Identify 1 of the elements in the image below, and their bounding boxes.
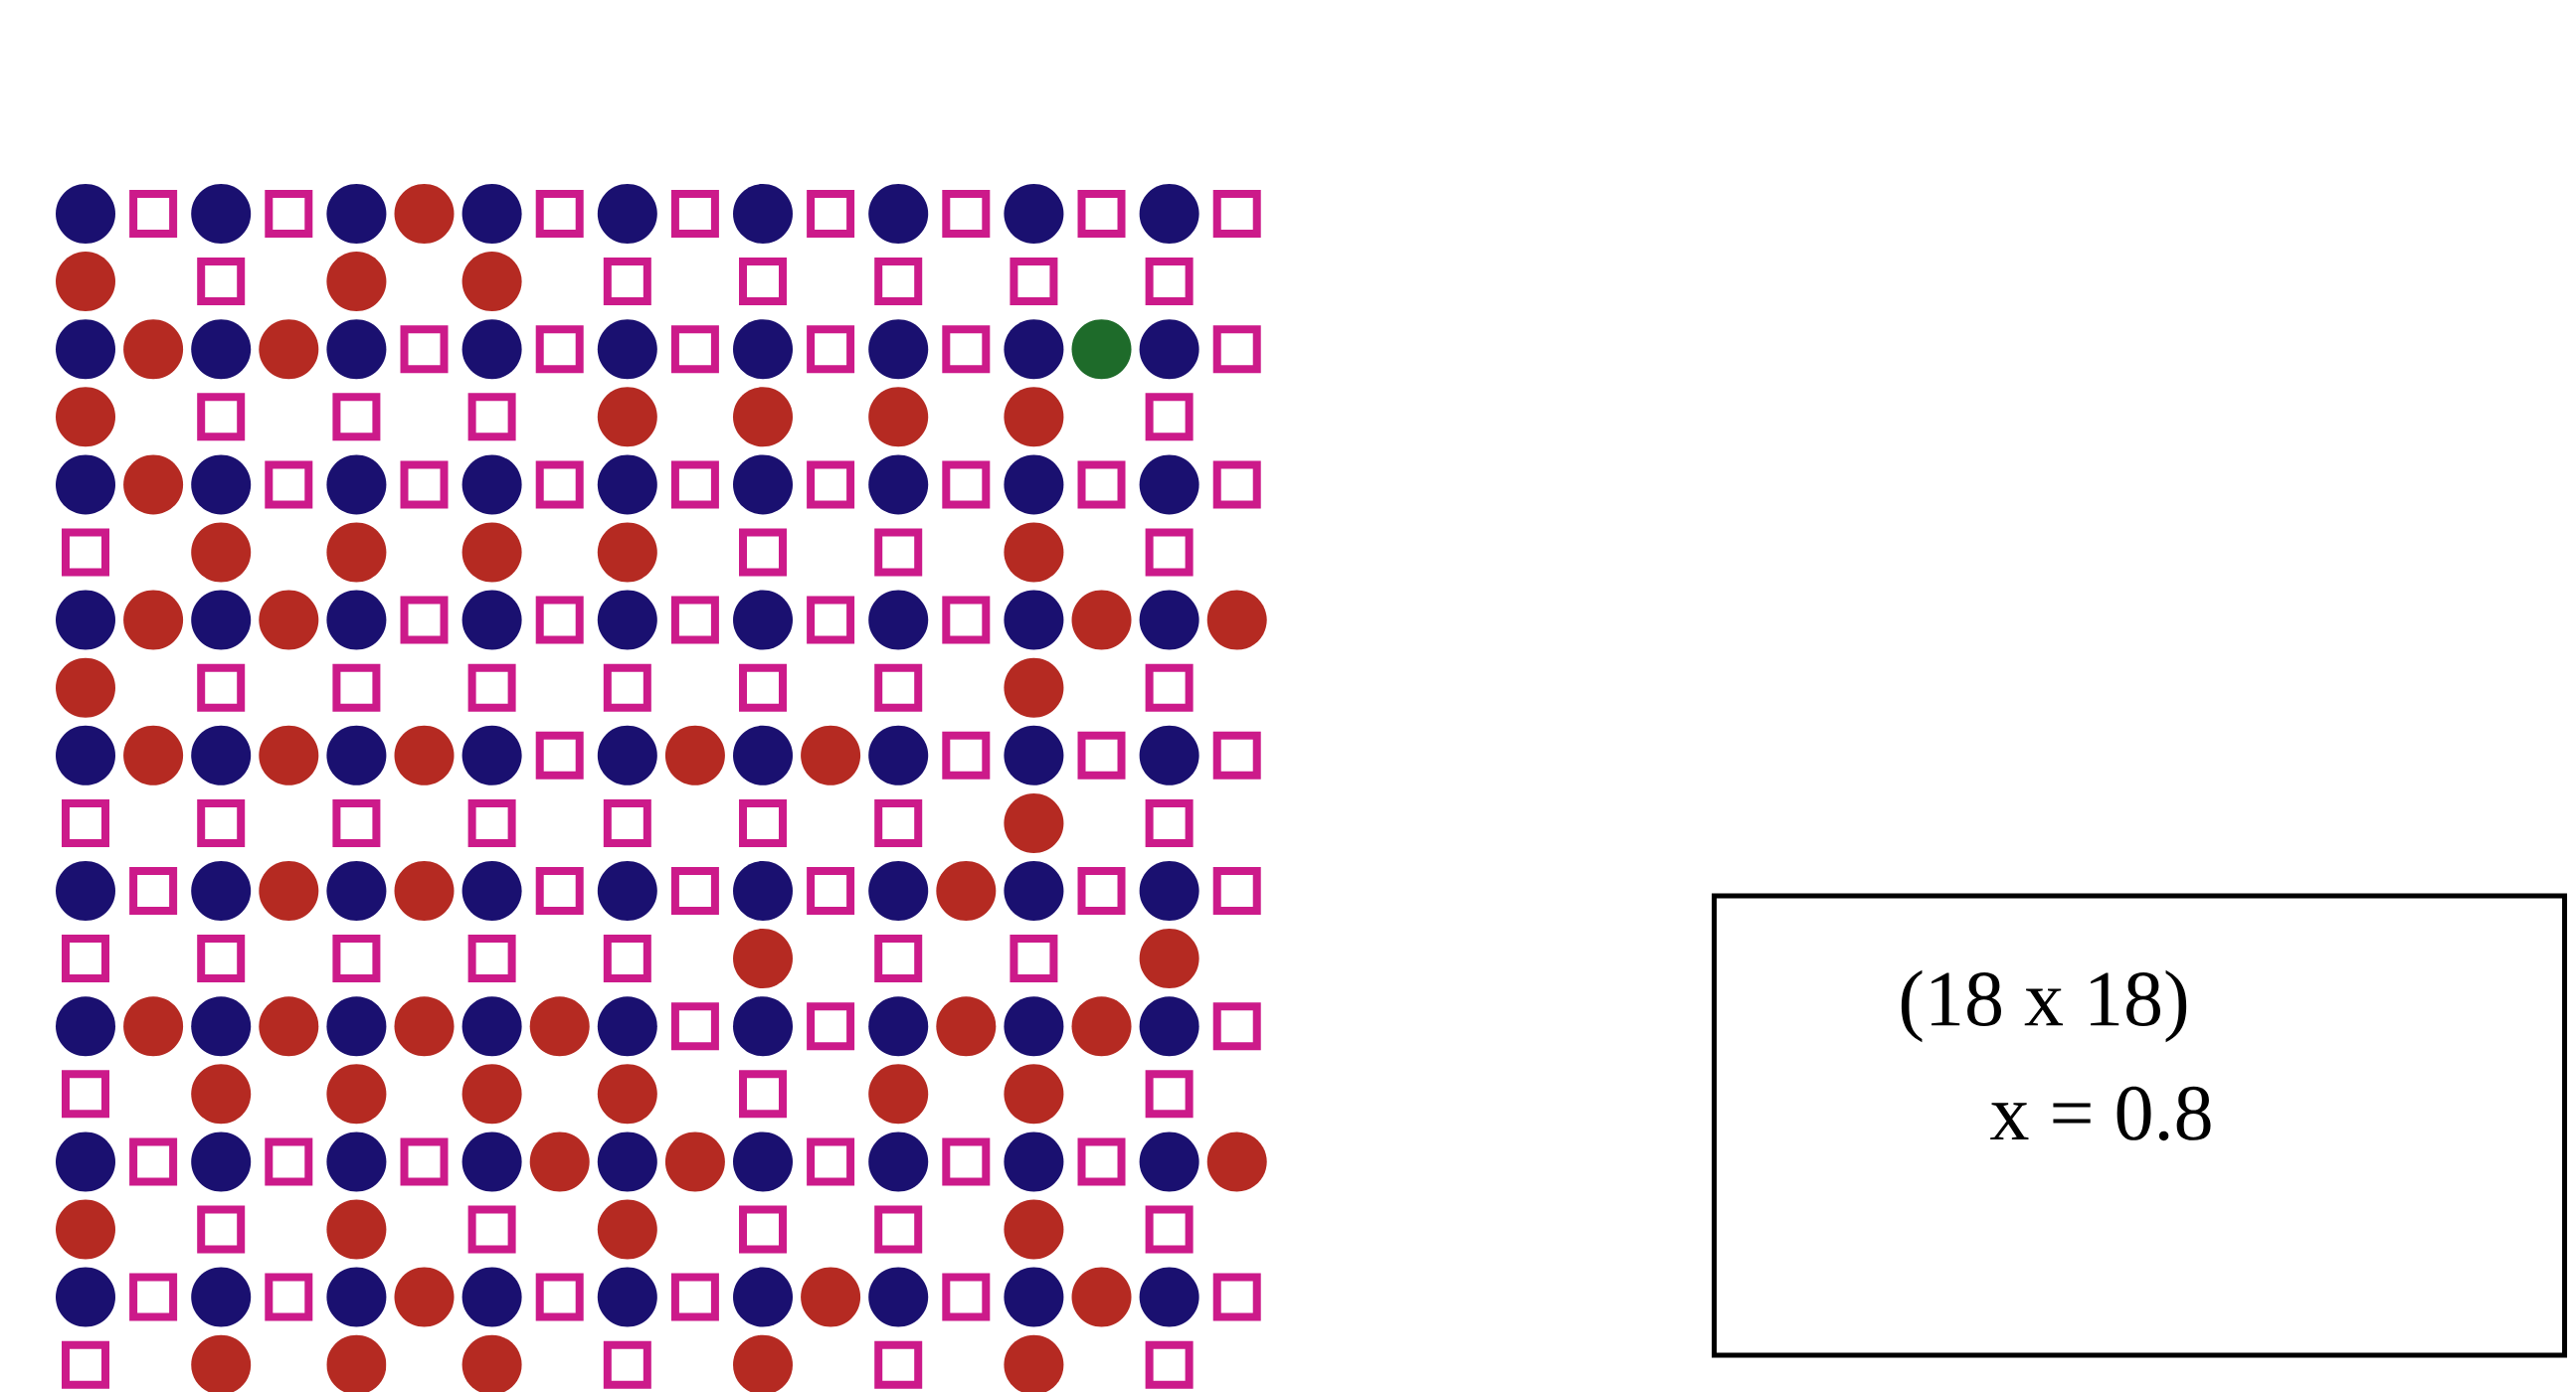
text-box: (18 x 18) x = 0.8 — [1712, 893, 2568, 1358]
